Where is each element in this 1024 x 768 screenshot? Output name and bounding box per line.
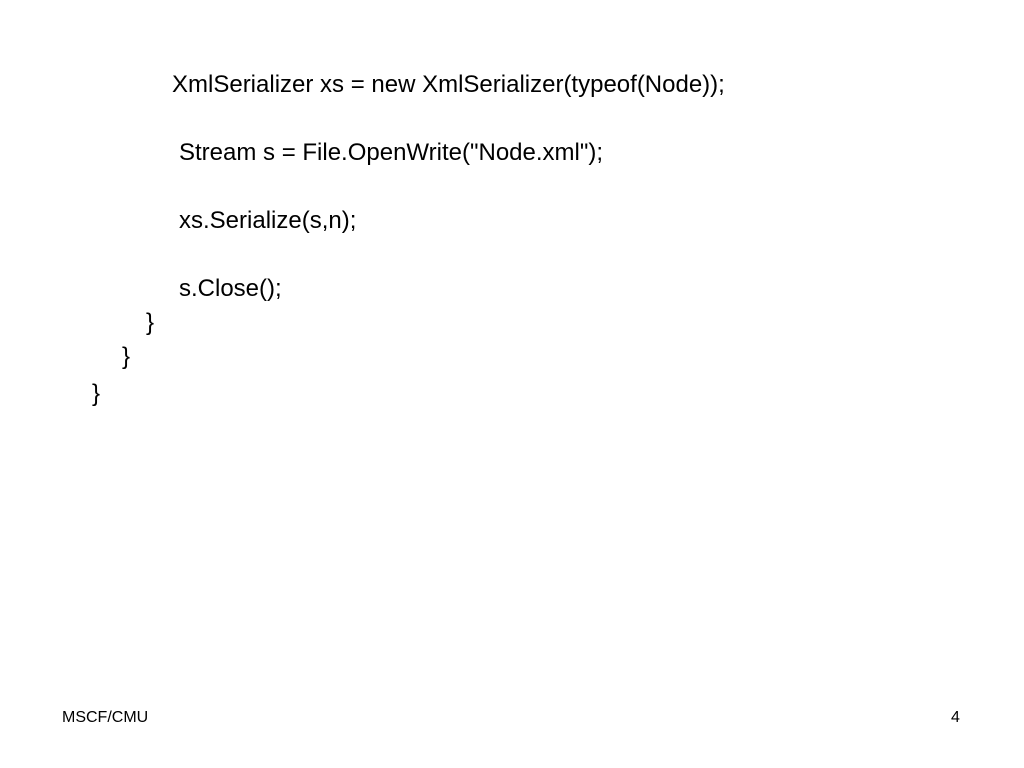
page-number: 4 [951, 709, 960, 726]
code-line-stream-openwrite: Stream s = File.OpenWrite("Node.xml"); [179, 139, 604, 166]
footer-label: MSCF/CMU [62, 709, 149, 726]
code-line-closing-brace-class: } [122, 343, 131, 370]
code-line-closing-brace-namespace: } [92, 380, 101, 407]
code-line-close: s.Close(); [179, 275, 282, 302]
code-line-serialize: xs.Serialize(s,n); [179, 207, 357, 234]
code-line-closing-brace-method: } [146, 309, 155, 336]
code-line-xmlserializer: XmlSerializer xs = new XmlSerializer(typ… [172, 71, 725, 98]
